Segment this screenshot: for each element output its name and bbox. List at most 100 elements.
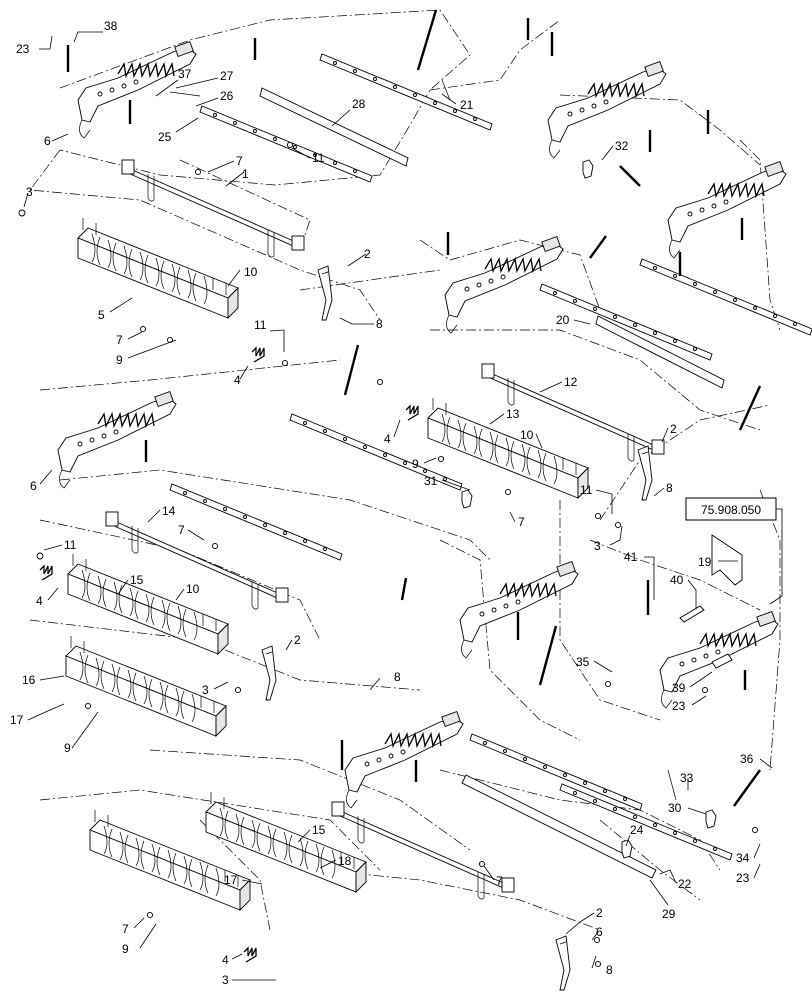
callout-4: 4 [384,432,391,446]
callout-10: 10 [186,582,200,596]
bracket-2 [317,265,333,321]
spring-arm-assembly [77,40,197,139]
phantom-lines [29,9,781,931]
callout-9: 9 [64,741,71,755]
callout-41: 41 [624,550,638,564]
callout-17: 17 [10,713,24,727]
link-bar [319,53,493,131]
callout-5: 5 [98,308,105,322]
callout-31: 31 [424,474,438,488]
callout-3: 3 [594,539,601,553]
callout-36: 36 [740,752,754,766]
callout-4: 4 [222,953,229,967]
callout-6: 6 [44,134,51,148]
callout-30: 30 [668,801,682,815]
callout-24: 24 [630,823,644,837]
spring-arm-assembly [547,60,667,159]
callout-35: 35 [576,655,590,669]
callout-39: 39 [672,681,686,695]
bracket-2 [555,935,571,991]
torsion-springs [39,346,419,963]
bar-20 [595,315,725,389]
long-bolts [66,9,762,807]
shaft-1 [121,159,305,258]
callout-27: 27 [220,69,234,83]
callout-16: 16 [22,673,36,687]
callout-6: 6 [30,479,37,493]
clip-31 [461,489,473,509]
callout-34: 34 [736,851,750,865]
callouts: 38 23 37 27 26 25 28 21 6 7 11 32 1 3 2 … [10,19,773,987]
callout-33: 33 [680,771,694,785]
callout-23: 23 [16,42,30,56]
callout-14: 14 [162,504,176,518]
bar-29 [461,774,657,879]
callout-25: 25 [158,130,172,144]
callout-7: 7 [116,333,123,347]
callout-7: 7 [178,523,185,537]
callout-2: 2 [596,906,603,920]
callout-19: 19 [698,555,712,569]
callout-15: 15 [130,573,144,587]
callout-2: 2 [364,247,371,261]
link-bar [639,258,812,336]
callout-18: 18 [338,854,352,868]
reference-callout[interactable]: 75.908.050 [685,497,783,605]
bracket-2 [261,645,277,701]
plate-40 [679,605,705,623]
roller-15 [67,553,229,655]
callout-3: 3 [26,185,33,199]
callout-28: 28 [352,97,366,111]
callout-20: 20 [556,313,570,327]
parts [18,9,812,991]
callout-38: 38 [104,19,118,33]
callout-6: 6 [596,925,603,939]
callout-7: 7 [236,154,243,168]
spring-arm-assembly [344,710,464,809]
plate-39 [711,653,733,669]
callout-21: 21 [460,98,474,112]
spring-arm-assembly [444,235,564,334]
bar-28 [259,87,409,167]
callout-23: 23 [672,699,686,713]
roller-5 [77,217,239,319]
callout-3: 3 [222,973,229,987]
callout-11: 11 [580,483,593,497]
callout-4: 4 [234,373,241,387]
callout-11: 11 [64,538,77,552]
callout-3: 3 [202,683,209,697]
callout-9: 9 [412,457,419,471]
callout-22: 22 [678,877,692,891]
callout-26: 26 [220,89,234,103]
callout-8: 8 [666,481,673,495]
bracket-2 [637,445,653,501]
callout-7: 7 [518,515,525,529]
callout-40: 40 [670,573,684,587]
reference-label: 75.908.050 [701,503,761,517]
clip-32 [582,159,594,179]
callout-11: 11 [312,151,325,165]
callout-23: 23 [736,871,750,885]
callout-15: 15 [312,823,326,837]
callout-9: 9 [122,942,129,956]
callout-8: 8 [394,670,401,684]
callout-11: 11 [254,318,267,332]
bracket-19 [711,534,743,586]
callout-32: 32 [615,139,629,153]
hardware-nuts [18,141,759,968]
callout-8: 8 [606,963,613,977]
callout-4: 4 [36,594,43,608]
link-bar [169,483,343,561]
callout-7: 7 [122,922,129,936]
callout-7: 7 [496,874,503,888]
link-bar [199,105,373,183]
callout-13: 13 [506,407,520,421]
spring-arm-assembly [57,390,177,489]
callout-29: 29 [662,907,676,921]
callout-17: 17 [224,873,238,887]
callout-1: 1 [242,167,249,181]
callout-10: 10 [244,265,258,279]
spring-arm-assembly [667,160,787,259]
callout-12: 12 [564,375,578,389]
